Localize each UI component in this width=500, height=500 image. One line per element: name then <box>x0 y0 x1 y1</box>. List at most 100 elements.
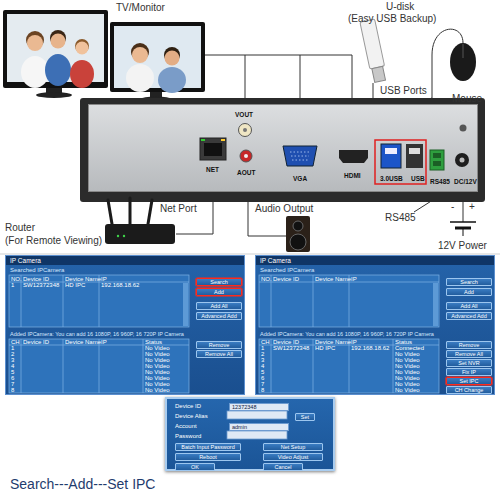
scrollbar <box>433 283 438 326</box>
window-text: IP Camera <box>260 257 291 264</box>
router-antenna <box>108 200 112 224</box>
button-text: Set <box>296 414 314 420</box>
monitor-back <box>110 22 205 102</box>
table-cell: CH <box>11 339 20 345</box>
field-label: Password <box>175 433 201 440</box>
dc-jack <box>455 153 469 167</box>
table-cell: Connected <box>395 345 424 351</box>
table-cell: 1 <box>11 345 14 351</box>
software-button: Remove All <box>446 350 492 358</box>
table-cell: Status <box>145 339 162 345</box>
table-cell: CH <box>261 339 270 345</box>
software-button: Advanced Add <box>446 312 492 320</box>
table-cell: 5 <box>11 369 14 375</box>
port-label: RS485 <box>430 178 450 185</box>
button-text: Video Adjust <box>264 454 322 460</box>
button-text: OK <box>176 464 214 470</box>
button-text: Add All <box>447 303 491 309</box>
person-body <box>158 67 186 93</box>
table-cell: No Video <box>395 369 420 375</box>
table-cell: 3 <box>11 357 14 363</box>
software-button: Add All <box>446 302 492 310</box>
field-label: Device Alias <box>175 413 208 420</box>
monitor-front <box>3 10 108 98</box>
button-text: admin <box>230 424 288 430</box>
label-text: TV/Monitor <box>116 2 165 14</box>
nvr-back-panel: VOUTNETAOUTVGAHDMI3.0USBUSBRS485DC/12V <box>88 104 478 192</box>
table-cell: Device Name <box>65 276 101 282</box>
speaker-tweeter <box>293 221 303 231</box>
software-button: CH Change <box>446 386 492 394</box>
terminal-screw <box>433 153 441 158</box>
label-text: 12V Power <box>438 240 487 252</box>
button-text: Advanced Add <box>447 313 491 319</box>
software-button: Net Setup <box>263 443 323 451</box>
window-text: Added IPCamera: You can add 16 1080P, 16… <box>10 331 184 337</box>
usb-tongue <box>409 148 420 154</box>
table-frame <box>259 339 439 393</box>
usb2-port <box>406 144 423 168</box>
terminal-screw <box>433 161 441 166</box>
table-cell: IP <box>101 339 107 345</box>
table-cell: 8 <box>11 387 14 393</box>
table-cell: 7 <box>11 381 14 387</box>
panel-ports <box>200 124 469 185</box>
settings-dialog: Device IDDevice AliasAccountPassword1237… <box>165 397 335 471</box>
window-text: Searched IPCamera <box>10 267 64 274</box>
table-cell: No Video <box>145 363 170 369</box>
software-button: Remove <box>446 341 492 349</box>
table-cell: 2 <box>11 351 14 357</box>
scrollbar <box>183 283 188 326</box>
table-cell: IP <box>351 339 357 345</box>
software-button: Fix IP <box>446 368 492 376</box>
usb-disk-plug <box>372 66 386 82</box>
vga-pins <box>290 152 310 160</box>
button-text: Net Setup <box>264 444 322 450</box>
battery-symbol <box>450 222 476 236</box>
label-text: (For Remote Viewing) <box>5 235 102 247</box>
person-body <box>70 60 94 88</box>
usb-disk-body <box>360 19 385 69</box>
button-text: Batch Input Password <box>176 444 240 450</box>
table-cell: No Video <box>145 357 170 363</box>
person-face <box>76 42 89 55</box>
label-text: Audio Output <box>255 203 313 215</box>
table-grid <box>259 275 439 393</box>
table-cell: No Video <box>395 363 420 369</box>
table-cell: IP <box>101 276 107 282</box>
audio-port <box>240 150 252 162</box>
table-cell: HD IPC <box>65 282 85 288</box>
port-label: USB <box>411 175 425 182</box>
table-cell: 2 <box>261 351 264 357</box>
button-text: Add <box>447 289 491 295</box>
software-button: Set IPC <box>446 377 492 385</box>
table-cell: 192.168.18.62 <box>101 282 139 288</box>
button-text: Remove <box>197 342 241 348</box>
table-cell: No Video <box>395 375 420 381</box>
software-button: Search <box>196 278 242 286</box>
table-cell: 3 <box>261 357 264 363</box>
table-cell: No Video <box>145 369 170 375</box>
software-button: Advanced Add <box>196 312 242 320</box>
table-cell: Status <box>395 339 412 345</box>
input-field <box>227 431 287 439</box>
field-label: Account <box>175 423 197 430</box>
port-led <box>221 139 225 141</box>
person-body <box>21 56 49 88</box>
window-text: Added IPCamera: You can add 16 1080P, 16… <box>260 331 434 337</box>
hdmi-cable <box>205 55 352 104</box>
person-body <box>126 64 154 92</box>
dc-pin <box>460 158 465 163</box>
hdmi-port <box>339 150 368 163</box>
software-button: Set NVR <box>446 359 492 367</box>
field-label: Device ID <box>175 403 201 410</box>
port-label: HDMI <box>344 172 361 179</box>
software-button: Set <box>295 413 315 421</box>
button-text: Advanced Add <box>197 313 241 319</box>
button-text: Set NVR <box>447 360 491 366</box>
table-cell: Device ID <box>23 339 49 345</box>
table-cell: 5 <box>261 369 264 375</box>
button-text: CH Change <box>447 387 491 393</box>
empty-fields <box>227 411 287 439</box>
vga-cable <box>300 55 301 104</box>
